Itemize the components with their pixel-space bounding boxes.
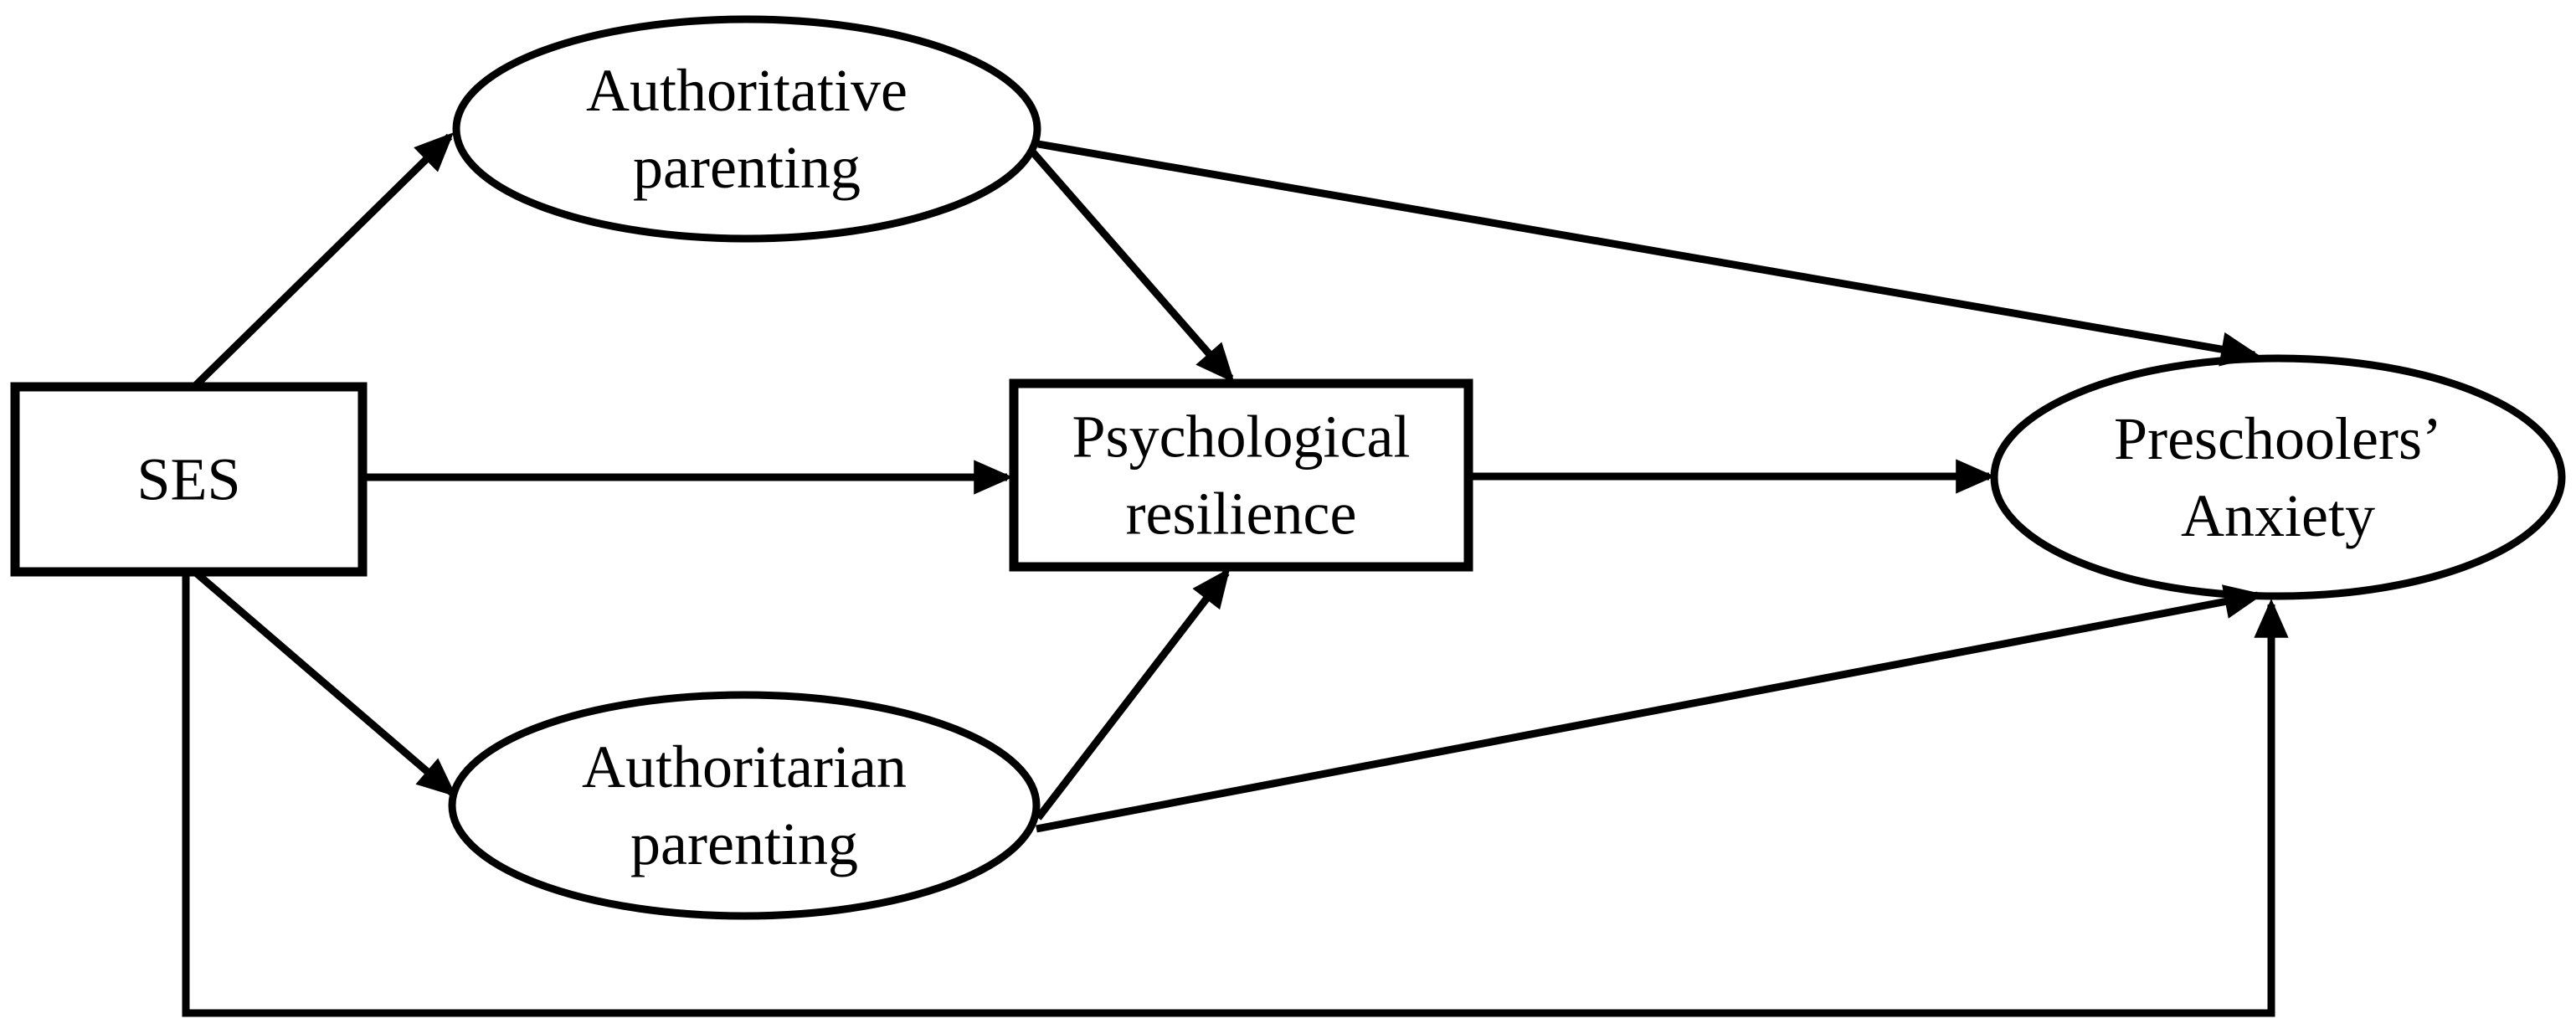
node-ses-label-line-1: SES (136, 446, 240, 513)
edge-ses-to-authoritarian (194, 570, 457, 797)
edge-ses-to-authoritative (191, 132, 455, 390)
node-psychological-resilience-label: Psychological resilience (1072, 404, 1411, 548)
node-authoritative-parenting-label: Authoritative parenting (586, 57, 908, 201)
node-authoritarian-parenting-label-line-1: Authoritarian (582, 733, 907, 800)
node-preschoolers-anxiety-label: Preschoolers’ Anxiety (2114, 405, 2442, 549)
node-psychological-resilience (1009, 378, 1473, 572)
edge-authoritarian-to-anxiety (1036, 584, 2264, 833)
node-authoritarian-parenting-label-line-2: parenting (630, 810, 858, 877)
edge-ses-to-anxiety-bottom-route (182, 574, 2289, 1017)
node-authoritative-parenting (452, 15, 1041, 243)
node-authoritarian-parenting-label: Authoritarian parenting (582, 733, 907, 877)
node-ses-label: SES (136, 446, 240, 513)
node-preschoolers-anxiety-label-line-1: Preschoolers’ (2114, 405, 2442, 472)
node-authoritative-parenting-label-line-2: parenting (633, 134, 861, 201)
node-authoritative-parenting-label-line-1: Authoritative (586, 57, 908, 124)
edge-authoritarian-to-resilience (1035, 568, 1231, 821)
edge-authoritative-to-resilience (1029, 149, 1235, 383)
node-psychological-resilience-label-line-1: Psychological (1072, 404, 1411, 471)
node-ses (10, 382, 368, 577)
node-preschoolers-anxiety-label-line-2: Anxiety (2181, 482, 2375, 549)
node-psychological-resilience-label-line-2: resilience (1126, 481, 1357, 548)
edge-authoritative-to-anxiety (1037, 140, 2260, 367)
node-preschoolers-anxiety (1990, 354, 2566, 600)
node-authoritarian-parenting (448, 691, 1041, 920)
